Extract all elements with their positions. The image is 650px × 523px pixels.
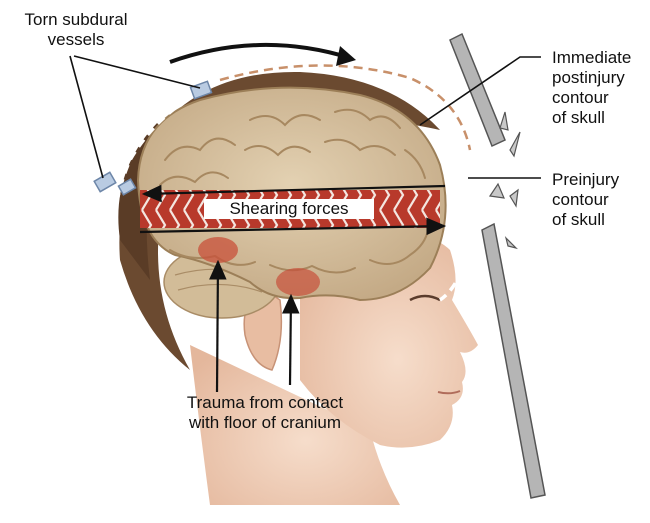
contusion-right — [276, 268, 320, 296]
rotation-arrow — [170, 45, 350, 62]
label-torn-subdural-vessels: Torn subdural vessels — [6, 10, 146, 50]
label-trauma-contact: Trauma from contact with floor of craniu… — [150, 393, 380, 433]
label-postinjury-contour: Immediate postinjury contour of skull — [552, 48, 648, 128]
label-shearing-forces: Shearing forces — [204, 199, 374, 219]
trauma-arrow-right — [290, 296, 291, 385]
striking-object-upper — [450, 34, 505, 146]
striking-object-lower — [482, 224, 545, 498]
trauma-arrow-left — [217, 262, 218, 392]
label-preinjury-contour: Preinjury contour of skull — [552, 170, 648, 230]
contusion-left — [198, 237, 238, 263]
